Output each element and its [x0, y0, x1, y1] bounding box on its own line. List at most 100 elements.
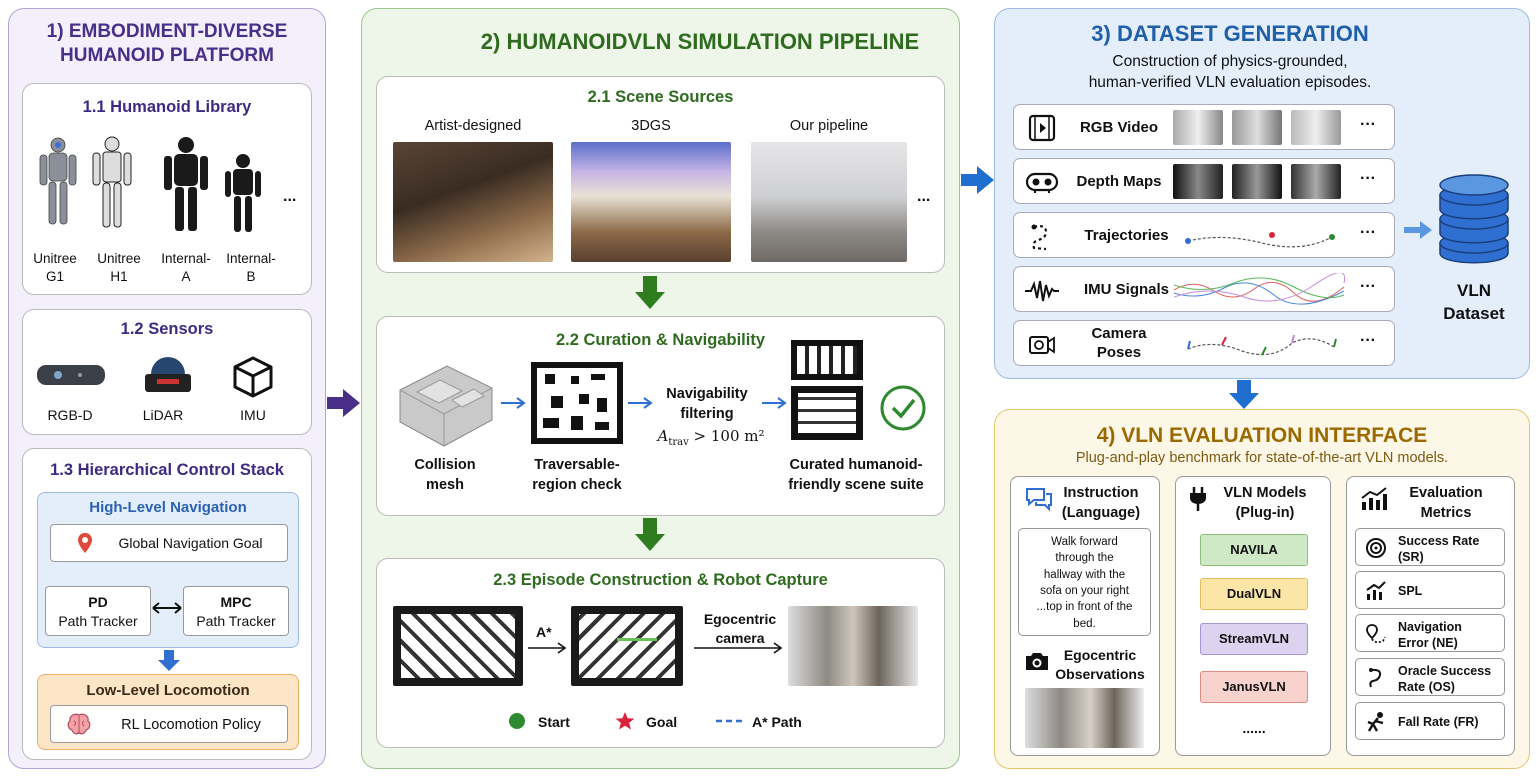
- metric-fall-rate: Fall Rate (FR): [1355, 702, 1505, 740]
- rgb-thumb-3: [1291, 110, 1341, 145]
- panel4-title: 4) VLN EVALUATION INTERFACE: [1096, 424, 1428, 447]
- humanoid-library-title: 1.1 Humanoid Library: [82, 98, 252, 116]
- humanoid-robots-icon: [39, 136, 261, 232]
- mpc-tracker-box: [183, 586, 289, 636]
- egocentric-view-image: [788, 606, 918, 686]
- arrow-platform-to-pipeline: [327, 389, 360, 417]
- checkmark-icon: [880, 385, 926, 431]
- row-more: ···: [1360, 170, 1376, 187]
- low-level-locomotion-title: Low-Level Locomotion: [86, 682, 250, 699]
- scene-label-3dgs: 3DGS: [631, 118, 671, 134]
- robot-label-internal-b: Internal-B: [226, 251, 276, 285]
- depth-thumb-3: [1291, 164, 1341, 199]
- scene-label-artist: Artist-designed: [424, 118, 522, 134]
- sensor-label-lidar: LiDAR: [142, 407, 184, 423]
- curated-map-2: [791, 386, 863, 440]
- metric-label: Success Rate(SR): [1398, 534, 1480, 565]
- row-imu-signals: IMU Signals ···: [1013, 266, 1395, 312]
- global-goal-label: Global Navigation Goal: [118, 535, 263, 551]
- robot-label-internal-a: Internal-A: [161, 251, 211, 285]
- sensors-title: 1.2 Sensors: [120, 320, 214, 338]
- panel4-subtitle: Plug-and-play benchmark for state-of-the…: [1075, 450, 1449, 466]
- metric-label: SPL: [1398, 584, 1423, 598]
- bidirectional-arrow-icon: [152, 602, 182, 614]
- panel3-title: 3) DATASET GENERATION: [1091, 21, 1369, 46]
- legend-start-label: Start: [538, 714, 570, 730]
- brain-icon: [67, 713, 91, 735]
- depth-camera-icon: [1025, 172, 1059, 193]
- curated-suite-label: Curated humanoid-friendly scene suite: [788, 457, 924, 493]
- sensor-label-rgbd: RGB-D: [47, 407, 93, 423]
- panel2-title: 2) HUMANOIDVLN SIMULATION PIPELINE: [480, 29, 920, 54]
- metric-success-rate: Success Rate(SR): [1355, 528, 1505, 566]
- rgb-thumb-2: [1232, 110, 1282, 145]
- route-pin-icon: [1366, 624, 1386, 644]
- down-arrow-icon: [1229, 380, 1259, 409]
- astar-path-icon: [716, 719, 746, 723]
- row-label: RGB Video: [1079, 119, 1159, 136]
- navigability-formula: Atrav > 100 m²: [657, 427, 765, 448]
- artist-scene-image: [393, 142, 553, 262]
- row-more: ···: [1360, 278, 1376, 295]
- right-arrow-icon: [528, 642, 567, 654]
- model-navila[interactable]: NAVILA: [1200, 534, 1308, 566]
- oracle-path-icon: [1369, 668, 1382, 688]
- row-more: ···: [1360, 224, 1376, 241]
- camera-icon: [1026, 653, 1048, 670]
- model-streamvln[interactable]: StreamVLN: [1200, 623, 1308, 655]
- vln-models-card: [1175, 476, 1331, 756]
- depth-thumb-1: [1173, 164, 1223, 199]
- model-dualvln[interactable]: DualVLN: [1200, 578, 1308, 610]
- scene-sources-more: ...: [917, 188, 931, 205]
- humanoid-library-more: ...: [283, 188, 297, 205]
- camera-pose-plot: [1187, 334, 1337, 356]
- scene-label-our-pipeline: Our pipeline: [789, 118, 869, 134]
- model-janusvln[interactable]: JanusVLN: [1200, 671, 1308, 703]
- row-more: ···: [1360, 332, 1376, 349]
- collision-mesh-icon: [399, 365, 493, 447]
- egocentric-observation-image: [1025, 688, 1144, 748]
- traversable-label: Traversable-region check: [532, 457, 622, 493]
- rl-policy-label: RL Locomotion Policy: [121, 717, 261, 733]
- astar-label: A*: [536, 624, 552, 640]
- imu-plot: [1174, 273, 1346, 305]
- waveform-icon: [1025, 280, 1059, 302]
- depth-thumb-2: [1232, 164, 1282, 199]
- legend-goal-label: Goal: [646, 714, 678, 730]
- right-arrow-icon: [694, 642, 783, 654]
- plug-icon: [1190, 487, 1206, 511]
- chat-bubble-icon: [1026, 488, 1052, 512]
- control-stack-title: 1.3 Hierarchical Control Stack: [50, 461, 284, 479]
- row-label: Depth Maps: [1076, 173, 1162, 190]
- row-depth-maps: Depth Maps ···: [1013, 158, 1395, 204]
- down-arrow-icon: [635, 276, 665, 309]
- high-level-navigation-title: High-Level Navigation: [89, 499, 247, 516]
- legend-path-label: A* Path: [752, 714, 802, 730]
- right-arrow-icon: [501, 397, 526, 409]
- right-arrow-icon: [628, 397, 653, 409]
- row-more: ···: [1360, 116, 1376, 133]
- trajectory-icon: [1031, 224, 1048, 251]
- sensor-label-imu: IMU: [240, 407, 266, 423]
- traversable-map-icon: [531, 362, 623, 444]
- our-pipeline-scene-image: [751, 142, 907, 262]
- row-rgb-video: RGB Video ···: [1013, 104, 1395, 150]
- row-label: Trajectories: [1084, 227, 1169, 244]
- metric-spl: SPL: [1355, 571, 1505, 609]
- instruction-title: Instruction(Language): [1061, 485, 1141, 521]
- chart-up-icon: [1366, 581, 1386, 600]
- vln-models-title: VLN Models(Plug-in): [1223, 485, 1307, 521]
